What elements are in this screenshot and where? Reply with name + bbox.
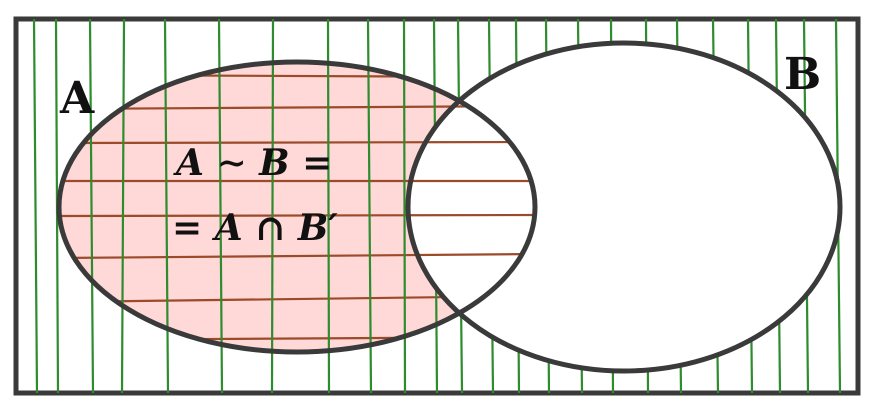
b-complement-vertical-hatch xyxy=(32,19,842,393)
set-a-fill xyxy=(59,62,535,352)
formula-line-2: = A ∩ B′ xyxy=(172,207,338,249)
formula-line-1: A ∼ B = xyxy=(173,142,332,184)
set-b-label: B xyxy=(784,49,821,100)
set-a-label: A xyxy=(59,73,95,124)
set-b-outline xyxy=(405,40,843,374)
set-a-outline xyxy=(56,59,538,355)
